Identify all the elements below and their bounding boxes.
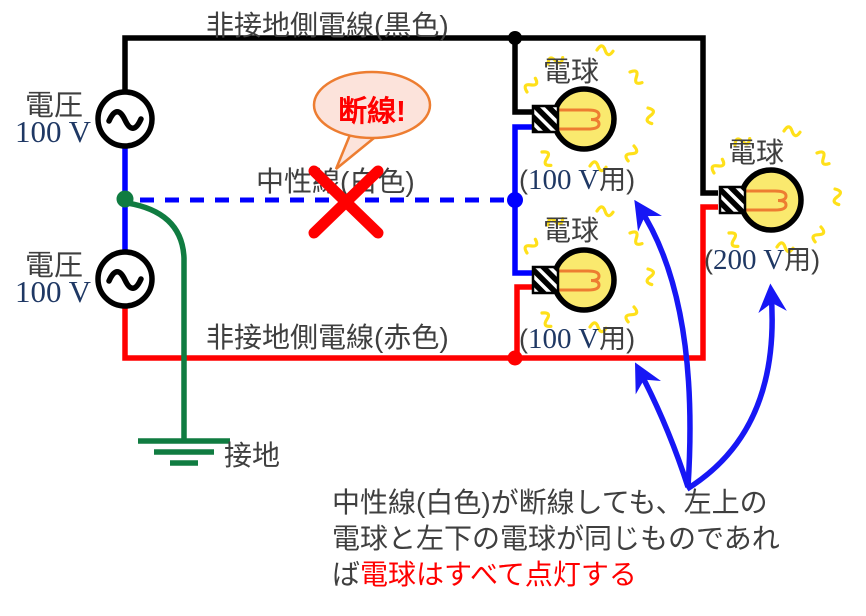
annotation-arrow-bulb2	[634, 362, 691, 488]
bulb-3	[718, 167, 804, 233]
bottom-wire-label: 非接地側電線(赤色)	[206, 322, 449, 353]
source1-value: 100 V	[14, 114, 92, 149]
ground-label: 接地	[224, 440, 281, 471]
top-wire-label: 非接地側電線(黒色)	[206, 10, 449, 41]
note-line3: ば電球はすべて点灯する	[332, 559, 637, 590]
junction-node-black	[508, 31, 522, 45]
bulb3-name: 電球	[728, 137, 785, 168]
red-wire	[122, 204, 718, 361]
ac-source-1	[95, 89, 155, 149]
bulb-socket-icon	[531, 104, 560, 134]
sine-wave-icon	[106, 269, 144, 291]
bulb-socket-icon	[718, 185, 747, 215]
callout-bubble	[312, 70, 432, 170]
source2-name: 電圧	[24, 250, 83, 282]
ac-source-2	[95, 249, 155, 309]
bulb1-name: 電球	[543, 56, 600, 87]
filament-icon	[744, 189, 788, 212]
junction-node-blue	[507, 192, 523, 208]
break-x-icon	[308, 165, 384, 239]
source1-name: 電圧	[24, 90, 83, 122]
note-line1: 中性線(白色)が断線しても、左上の	[332, 487, 768, 518]
bulb1-rating: (100 V用)	[519, 164, 636, 196]
bulb2-rating: (100 V用)	[519, 323, 636, 355]
bulb-1	[531, 86, 617, 152]
ground-icon	[138, 438, 230, 466]
break-callout-label: 断線!	[338, 96, 406, 128]
red-wire-branch	[514, 284, 534, 358]
junction-node-green	[116, 190, 134, 208]
bulb-socket-icon	[531, 265, 560, 295]
black-wire	[122, 35, 718, 196]
ground-wire	[126, 200, 187, 441]
bulb3-rating: (200 V用)	[704, 244, 821, 276]
note-line2: 電球と左下の電球が同じものであれ	[332, 523, 780, 554]
filament-icon	[557, 269, 601, 292]
black-wire-branch	[512, 38, 534, 115]
junction-node-red	[507, 350, 523, 366]
note-highlight: 電球はすべて点灯する	[360, 559, 637, 590]
filament-icon	[557, 108, 601, 131]
annotation-arrow-bulb3	[685, 283, 787, 492]
bulb-2	[531, 247, 617, 313]
sine-wave-icon	[106, 109, 144, 131]
note-text: 中性線(白色)が断線しても、左上の 電球と左下の電球が同じものであれ ば電球はす…	[332, 485, 780, 593]
source2-value: 100 V	[14, 274, 92, 309]
annotation-arrow-bulb1	[634, 199, 693, 488]
bulb2-name: 電球	[543, 215, 600, 246]
